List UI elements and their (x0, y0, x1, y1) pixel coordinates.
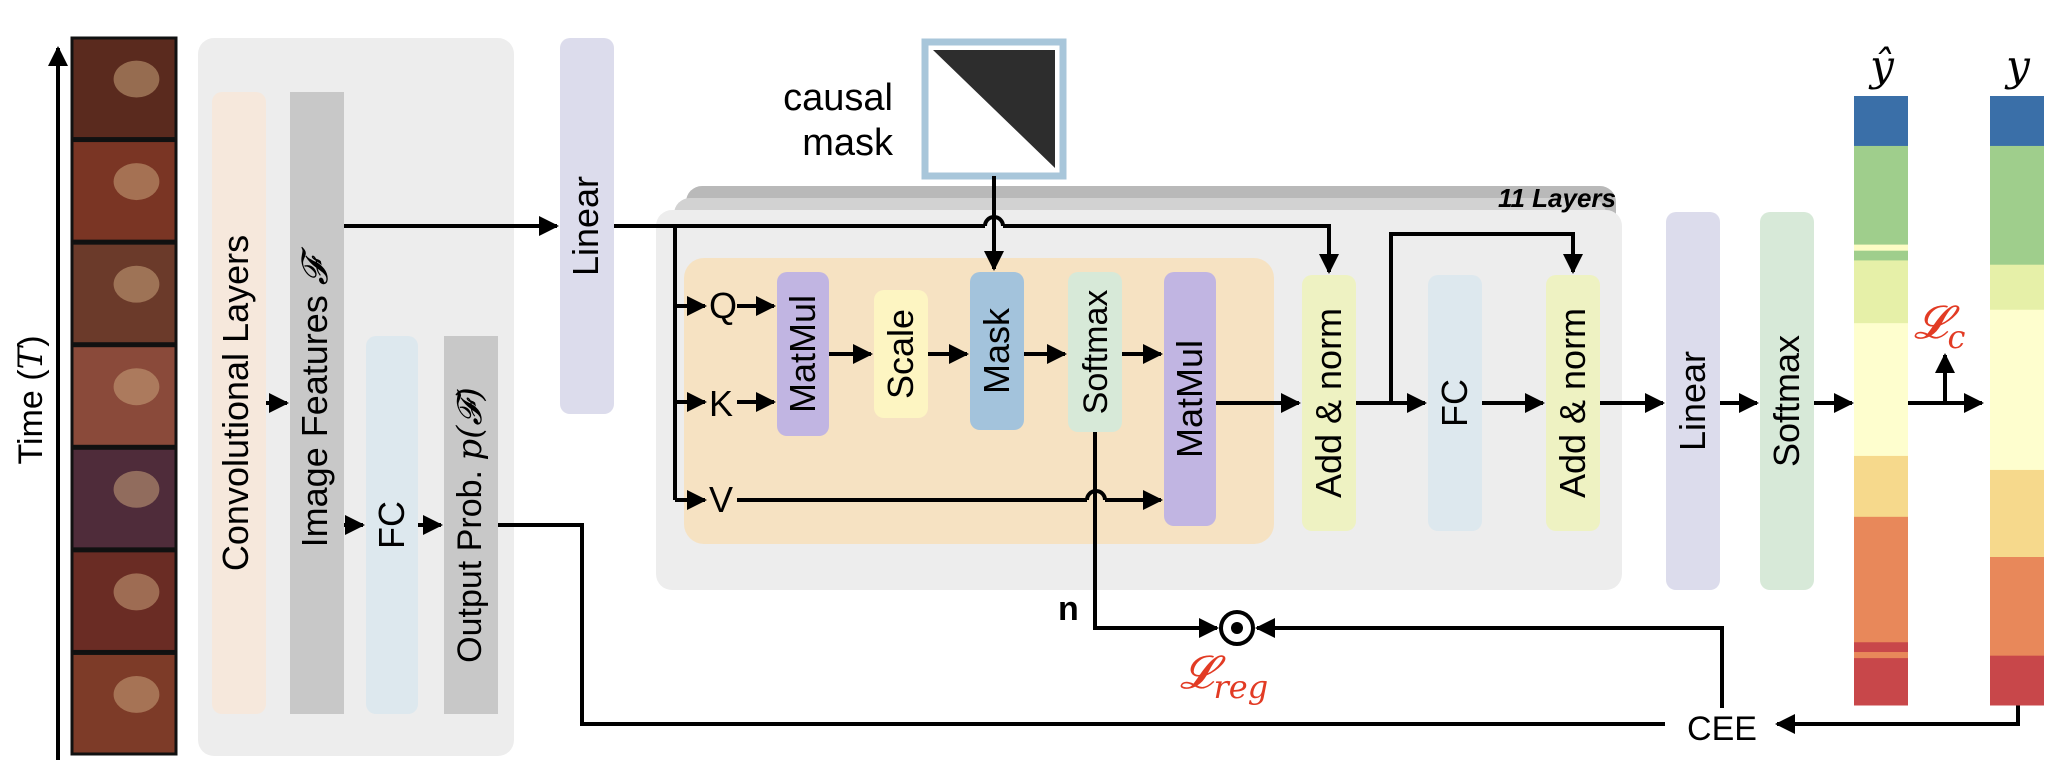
loss-c-label: 𝓛c (1914, 295, 1965, 356)
phase-segment (1990, 265, 2044, 311)
video-frame-highlight (114, 676, 160, 713)
phase-segment (1990, 656, 2044, 706)
layers-label: 11 Layers (1498, 183, 1616, 213)
q-label: Q (709, 285, 737, 326)
softmax-attn-label: Softmax (1077, 290, 1115, 415)
phase-segment (1854, 245, 1908, 252)
matmul1-label: MatMul (782, 295, 823, 413)
addnorm1-label: Add & norm (1308, 308, 1349, 498)
softmax-out-label: Softmax (1766, 335, 1807, 467)
phase-segment (1854, 642, 1908, 652)
phase-segment (1854, 260, 1908, 323)
fc-cnn-label: FC (371, 501, 412, 549)
video-frame-highlight (114, 266, 160, 303)
phase-segment (1854, 517, 1908, 643)
y-ground-truth-bar (1990, 96, 2044, 706)
phase-segment (1854, 652, 1908, 659)
v-label: V (709, 479, 733, 520)
phase-segment (1854, 96, 1908, 146)
phase-segment (1854, 323, 1908, 456)
matmul2-label: MatMul (1169, 340, 1210, 458)
causal-mask-label-line1: causal (783, 77, 893, 119)
image-features-label: Image Features 𝓕 (294, 246, 336, 547)
linear-in-label: Linear (565, 176, 606, 276)
linear-out-label: Linear (1672, 351, 1713, 451)
n-label: n (1058, 590, 1079, 628)
scale-label: Scale (880, 309, 921, 399)
phase-segment (1854, 251, 1908, 261)
mask-label: Mask (976, 307, 1017, 394)
yhat-label: ŷ (1868, 41, 1895, 90)
phase-segment (1990, 310, 2044, 471)
video-frames-strip (72, 38, 176, 754)
causal-mask-icon (925, 42, 1063, 176)
video-frame-highlight (114, 573, 160, 610)
video-frame-highlight (114, 163, 160, 200)
time-label: Time (T) (11, 335, 51, 464)
fc-transformer-label: FC (1434, 379, 1475, 427)
k-label: K (709, 383, 733, 424)
output-prob-label: Output Prob. p(𝓕) (450, 387, 490, 663)
yhat-prediction-bar (1854, 96, 1908, 706)
conv-layers-label: Convolutional Layers (215, 235, 256, 571)
elementwise-product-node (1221, 612, 1253, 644)
phase-segment (1990, 146, 2044, 265)
y-label: y (2004, 41, 2031, 90)
causal-mask-label-line2: mask (802, 122, 894, 164)
phase-segment (1854, 146, 1908, 245)
cee-label: CEE (1687, 710, 1757, 748)
loss-reg-label: 𝓛reg (1180, 645, 1268, 706)
phase-segment (1990, 557, 2044, 656)
video-frame-highlight (114, 61, 160, 98)
addnorm2-label: Add & norm (1552, 308, 1593, 498)
phase-segment (1990, 96, 2044, 146)
video-frame-highlight (114, 368, 160, 405)
phase-segment (1990, 470, 2044, 558)
phase-segment (1854, 456, 1908, 517)
video-frame-highlight (114, 471, 160, 508)
phase-segment (1854, 658, 1908, 705)
